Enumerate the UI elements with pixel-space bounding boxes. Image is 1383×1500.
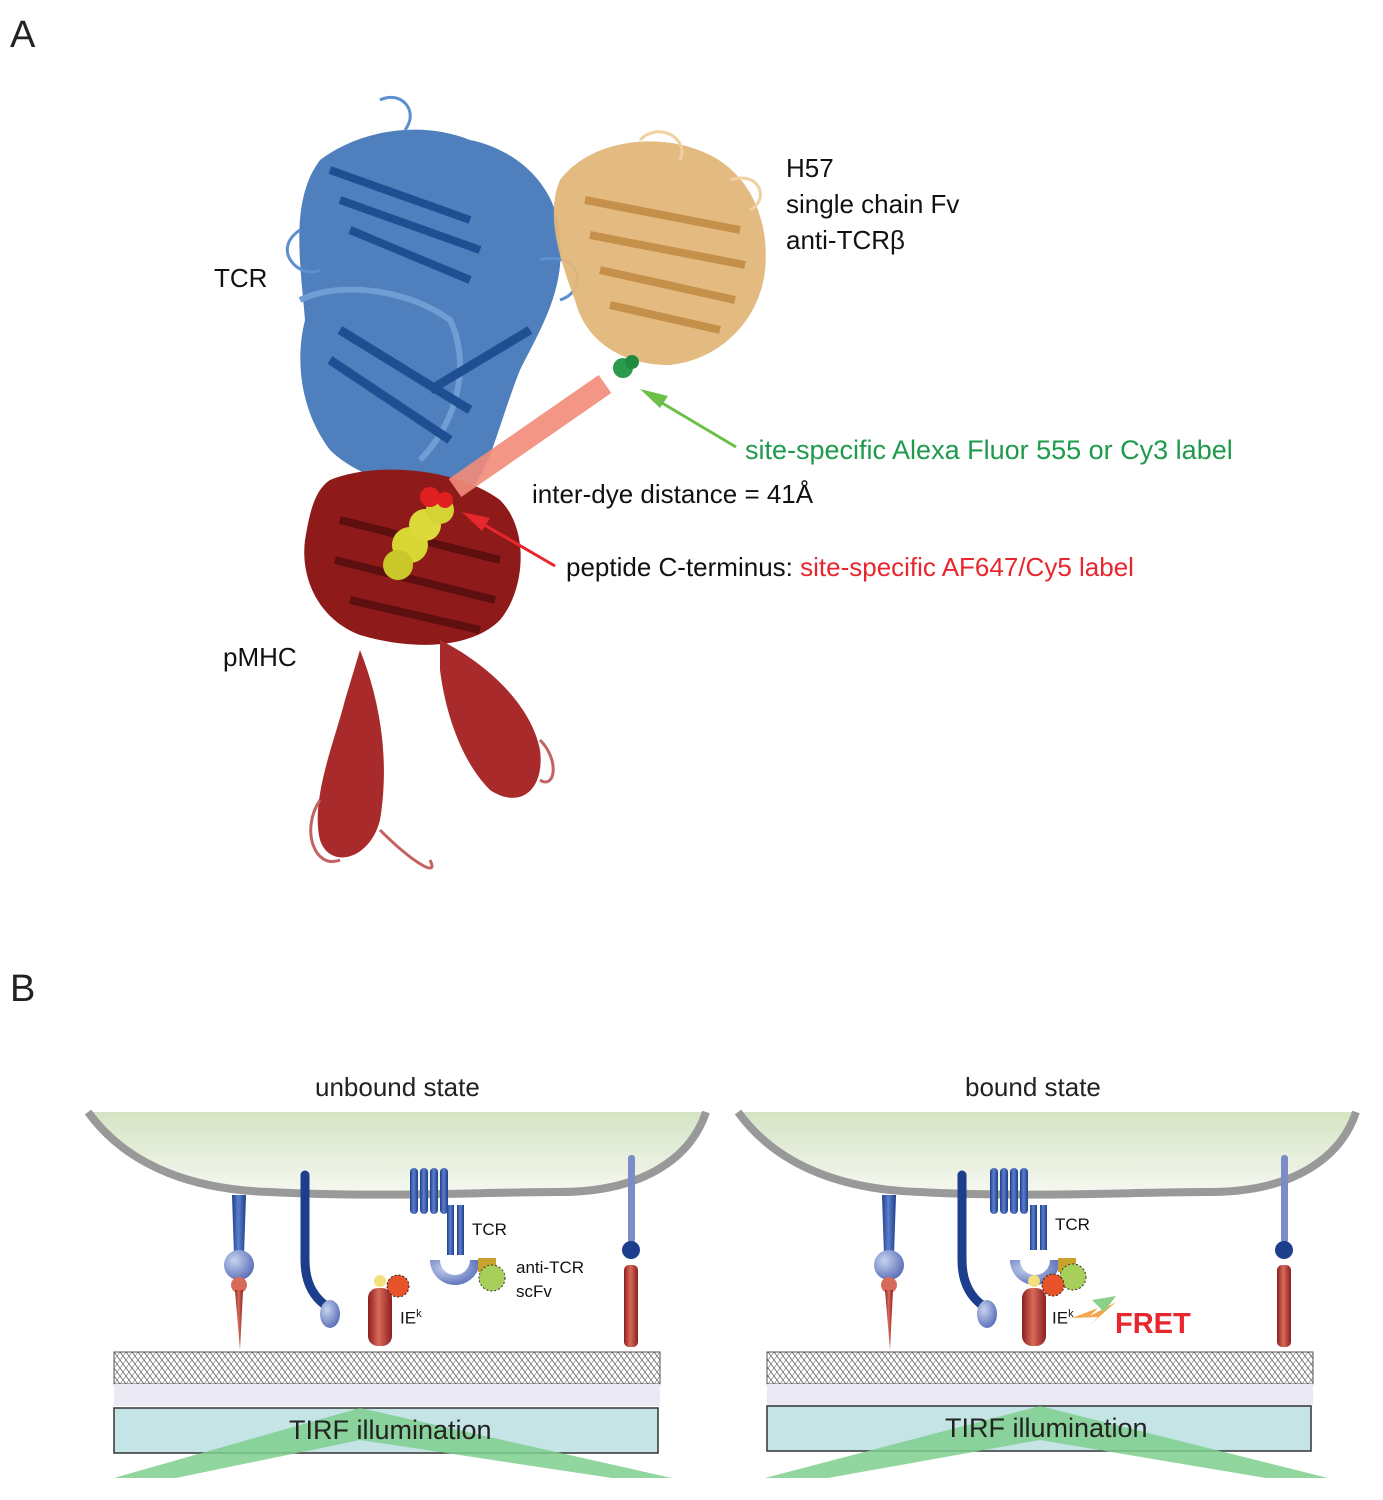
unbound-iek-label: IEk <box>400 1308 422 1329</box>
green-dye-label: site-specific Alexa Fluor 555 or Cy3 lab… <box>745 435 1233 465</box>
anti-tcr-label: anti-TCR <box>516 1258 585 1277</box>
peptide-spheres <box>383 487 454 580</box>
unbound-cell <box>84 1109 710 1199</box>
inter-dye-bar <box>448 374 612 498</box>
unbound-iek-sup: k <box>416 1308 422 1320</box>
bound-iek-text: IE <box>1052 1308 1069 1328</box>
unbound-iek-text: IE <box>400 1308 417 1328</box>
tcr-label: TCR <box>214 263 268 293</box>
peptide-label: peptide C-terminus: site-specific AF647/… <box>566 552 1134 583</box>
panel-b-letter: B <box>10 968 36 1010</box>
green-arrow <box>640 389 737 449</box>
unbound-bilayer <box>113 1351 661 1406</box>
bound-bilayer <box>766 1351 1314 1406</box>
pmhc-label: pMHC <box>223 642 297 672</box>
bound-cell <box>734 1109 1360 1199</box>
distance-label: inter-dye distance = 41Å <box>532 479 814 509</box>
red-arrow <box>462 512 556 568</box>
scfv-label: scFv <box>516 1282 552 1301</box>
h57-line1: H57 <box>786 153 834 183</box>
bound-molecules <box>874 1155 1293 1350</box>
peptide-prefix: peptide C-terminus: <box>566 552 801 582</box>
unbound-title: unbound state <box>315 1072 480 1102</box>
bound-tcr-label: TCR <box>1055 1215 1090 1234</box>
h57-line2: single chain Fv <box>786 189 960 219</box>
panel-a-letter: A <box>10 14 36 56</box>
h57-line3: anti-TCRβ <box>786 225 905 255</box>
unbound-tirf-label: TIRF illumination <box>289 1415 492 1445</box>
bound-tirf-label: TIRF illumination <box>945 1413 1148 1443</box>
green-dye-spheres <box>613 355 639 378</box>
unbound-tcr-label: TCR <box>472 1220 507 1239</box>
h57-label: H57 single chain Fv anti-TCRβ <box>786 150 959 258</box>
unbound-molecules <box>224 1155 640 1350</box>
bound-iek-label: IEk <box>1052 1308 1074 1329</box>
bound-iek-sup: k <box>1068 1308 1074 1320</box>
peptide-red-label: site-specific AF647/Cy5 label <box>800 552 1134 582</box>
bound-tirf <box>765 1405 1328 1478</box>
fret-label: FRET <box>1115 1308 1191 1340</box>
h57-scfv-structure <box>553 130 766 365</box>
unbound-tirf <box>113 1407 672 1478</box>
bound-title: bound state <box>965 1072 1101 1102</box>
